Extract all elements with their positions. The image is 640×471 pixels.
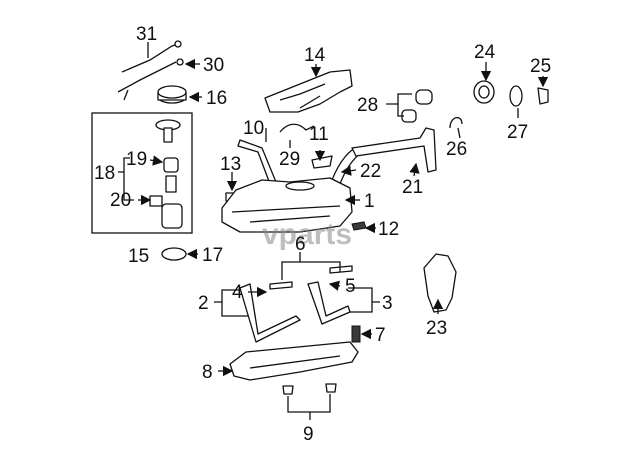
callout-2: 2 [198,293,209,314]
callout-22: 22 [360,161,381,182]
part-strap-10 [237,139,277,185]
callout-5: 5 [345,276,356,297]
callout-8: 8 [202,362,213,383]
callout-30: 30 [203,55,224,76]
callout-1: 1 [364,191,375,212]
part-wire-harness [117,40,184,101]
part-bracket-11 [311,155,333,169]
leader-lines [118,42,549,420]
callout-16: 16 [206,88,227,109]
callout-9: 9 [303,424,314,445]
callout-21: 21 [402,177,423,198]
callout-labels: 31 30 16 14 24 25 28 10 11 29 26 27 19 1… [94,24,551,445]
callout-31: 31 [136,24,157,45]
callout-24: 24 [474,42,496,63]
callout-19: 19 [126,149,147,170]
part-bolt-4 [269,281,293,290]
callout-17: 17 [202,245,223,266]
callout-27: 27 [507,122,528,143]
callout-23: 23 [426,318,447,339]
callout-15: 15 [128,246,149,267]
part-bolt-5 [329,265,353,274]
part-strap-right [307,281,351,325]
fuel-pump-module-box [91,112,193,234]
callout-29: 29 [279,149,300,170]
part-screw-12 [351,221,367,231]
part-heat-shield [264,69,353,113]
part-gasket [161,247,187,261]
callout-10: 10 [243,118,264,139]
part-strap-left [239,283,301,343]
part-filler-cover [473,80,495,104]
part-clip-9a [282,385,294,395]
callout-18: 18 [94,163,115,184]
part-sensor-29 [279,123,315,133]
callout-6: 6 [295,234,306,255]
part-clip-26 [449,117,463,129]
callout-25: 25 [530,56,551,77]
callout-4: 4 [232,282,243,303]
callout-7: 7 [375,325,386,346]
part-filler-pipe [351,127,437,173]
part-lock-ring [157,85,187,104]
callout-3: 3 [382,293,393,314]
callout-11: 11 [309,124,329,145]
part-valve-25 [537,87,549,105]
callout-28: 28 [357,95,378,116]
part-skid-plate [229,341,359,381]
part-fuel-pump-module [149,119,183,229]
part-protector-23 [423,253,457,313]
part-bolt-7 [351,325,361,343]
part-seal-27 [509,85,523,107]
part-filler-cap [401,89,433,123]
callout-26: 26 [446,139,467,160]
watermark: vparts [262,218,352,251]
part-clip-9b [325,383,337,393]
callout-20: 20 [110,190,131,211]
callout-14: 14 [304,45,326,66]
callout-13: 13 [220,154,241,175]
callout-12: 12 [378,219,399,240]
